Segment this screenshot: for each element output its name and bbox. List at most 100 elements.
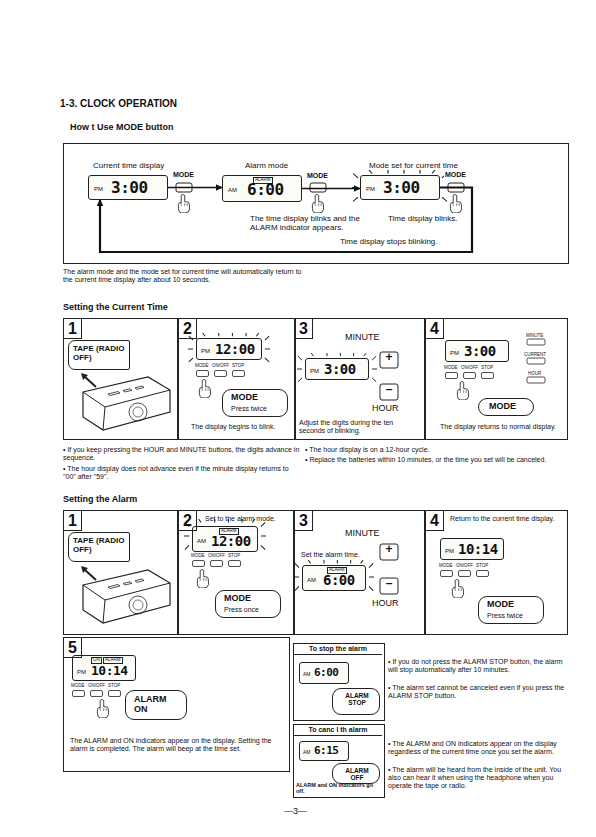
edge-label: MODE xyxy=(172,171,195,179)
lcd-display: Alarm modeALARMAM6:00 xyxy=(222,175,302,202)
step-number: 1 xyxy=(64,511,82,531)
hour-button xyxy=(380,578,398,594)
text-box: AM6:15ALARM OFF To canc l th alarmALARM a… xyxy=(293,724,385,798)
heading-text: Setting the Current Time xyxy=(63,302,168,312)
step-panel: TAPE (RADIO OFF) 1 xyxy=(63,510,178,635)
button-label: STOP xyxy=(108,683,120,688)
heading-text: – xyxy=(380,577,398,591)
node-text: TAPE (RADIO OFF) xyxy=(73,536,127,554)
lcd-digits: 3:00 xyxy=(111,179,148,197)
node-text: Press twice xyxy=(231,405,267,413)
step-number: 2 xyxy=(179,319,197,339)
step-panel: ONALARMPM10:14ALARM ON5The ALARM and ON … xyxy=(63,637,290,772)
note-text: The time display blinks and the ALARM in… xyxy=(250,214,372,232)
button-row xyxy=(446,373,494,379)
node-text: Set the alarm time. xyxy=(301,551,381,559)
node-text: Press twice xyxy=(487,612,523,620)
side-button xyxy=(527,377,545,383)
step-panel: ALARMAM12:00MODEPress once 2 Set to the al… xyxy=(178,510,294,635)
node-text: TAPE (RADIO OFF) xyxy=(73,344,127,362)
node-text: To canc l th alarm xyxy=(294,725,382,736)
node-text: ALARM STOP xyxy=(338,692,376,707)
node-text: ALARM and ON indicators go off. xyxy=(296,782,382,795)
node-text: MODE xyxy=(231,392,258,402)
lcd-digits: 6:00 xyxy=(323,572,355,588)
button-label: STOP xyxy=(481,365,493,370)
button-label: STOP xyxy=(232,363,244,368)
note-text: • The alarm set cannot be canceled even … xyxy=(388,684,566,700)
node-text: The display returns to normal display. xyxy=(440,423,564,431)
step-panel: PM10:14MODEPress twice4Return to the cur… xyxy=(425,510,568,635)
heading-text: + xyxy=(380,351,398,365)
lcd-digits: 3:00 xyxy=(464,343,496,359)
button-label: ON/OFF xyxy=(208,553,225,558)
button-label: CURRENT xyxy=(524,352,546,357)
mode-arrow xyxy=(168,187,222,188)
node-text: Set to the alarm mode. xyxy=(205,515,291,523)
diagram-frame xyxy=(64,144,569,264)
node-text: PM xyxy=(201,348,210,355)
blink-rays xyxy=(352,170,448,202)
button-callout: MODEPress once xyxy=(215,590,281,618)
lcd-digits: 6:00 xyxy=(314,667,339,680)
lcd-display: ALARMAM6:00 xyxy=(302,565,366,591)
button-label: MODE xyxy=(195,363,209,368)
button-label: STOP xyxy=(476,563,488,568)
hand-icon xyxy=(97,699,108,718)
note-text: —3— xyxy=(284,806,307,816)
radio-cassette xyxy=(81,566,170,623)
node-text: AM xyxy=(197,538,206,545)
node-text: ALARM OFF xyxy=(338,767,376,782)
button-callout: MODE Press twice xyxy=(478,596,544,624)
node-text: To stop the alarm xyxy=(294,644,382,655)
note-text: • If you do not press the ALARM STOP but… xyxy=(388,658,566,674)
text-box: AM6:00ALARM STOP To stop the alarm xyxy=(293,643,385,721)
node-text: MODE xyxy=(487,599,514,609)
step-number: 3 xyxy=(295,319,313,339)
button-row xyxy=(73,691,121,697)
button-label: ON/OFF xyxy=(88,683,105,688)
node-text: MODE xyxy=(224,593,251,603)
side-button xyxy=(527,339,545,345)
node-text: The ALARM and ON indicators appear on th… xyxy=(70,737,280,753)
note-text: • The hour display does not advance even… xyxy=(63,465,301,481)
node-text: AM xyxy=(303,750,311,756)
hand-icon xyxy=(312,194,323,213)
button-label: ON/OFF xyxy=(212,363,229,368)
note-text: HOUR xyxy=(372,598,399,608)
edge-label: MODE xyxy=(306,172,329,180)
lcd-display: AM6:15 xyxy=(299,741,349,761)
lcd-display: ONALARMPM10:14 xyxy=(72,655,136,681)
section-title: 1-3. CLOCK OPERATION xyxy=(60,98,177,110)
heading-text: – xyxy=(380,383,398,397)
text-box: TAPE (RADIO OFF) xyxy=(68,340,130,370)
lcd-digits: 3:00 xyxy=(324,361,356,377)
heading-text: How t Use MODE button xyxy=(70,122,174,132)
button-callout: ALARM OFF xyxy=(332,763,380,784)
lcd-display: ALARMAM12:00 xyxy=(192,526,258,552)
note-text: • The hour display is on a 12-hour cycle… xyxy=(305,446,565,454)
node-text: Adjust the digits during the ten seconds… xyxy=(299,419,421,435)
heading-text: Setting the Alarm xyxy=(63,494,137,504)
button-callout: ALARM ON xyxy=(125,690,187,720)
heading-text: + xyxy=(380,543,398,557)
node-text: Return to the current time display. xyxy=(450,515,564,523)
lcd-display: Mode set for current timePM3:00 xyxy=(360,175,440,200)
note-text: HOUR xyxy=(372,403,399,413)
node-text: PM xyxy=(310,368,319,375)
button-row xyxy=(197,371,245,377)
note-text: The alarm mode and the mode set for curr… xyxy=(63,268,308,284)
lcd-digits: 6:15 xyxy=(314,745,339,758)
mode-arrow xyxy=(302,188,360,189)
note-text: • If you keep pressing the HOUR and MINU… xyxy=(63,446,301,462)
note-text: • Replace the batteries within 10 minute… xyxy=(305,456,565,464)
node-text: The display begins to blink. xyxy=(191,423,293,431)
lcd-display: PM12:00 xyxy=(196,338,262,360)
hand-icon xyxy=(197,569,208,588)
node-text: PM xyxy=(77,669,86,676)
lcd-digits: 10:14 xyxy=(91,664,128,679)
lcd-display: AM6:00 xyxy=(299,662,349,684)
minute-button xyxy=(380,352,398,368)
step-number: 2 xyxy=(179,511,197,531)
step-panel: TAPE (RADIO OFF)1 xyxy=(63,318,178,440)
